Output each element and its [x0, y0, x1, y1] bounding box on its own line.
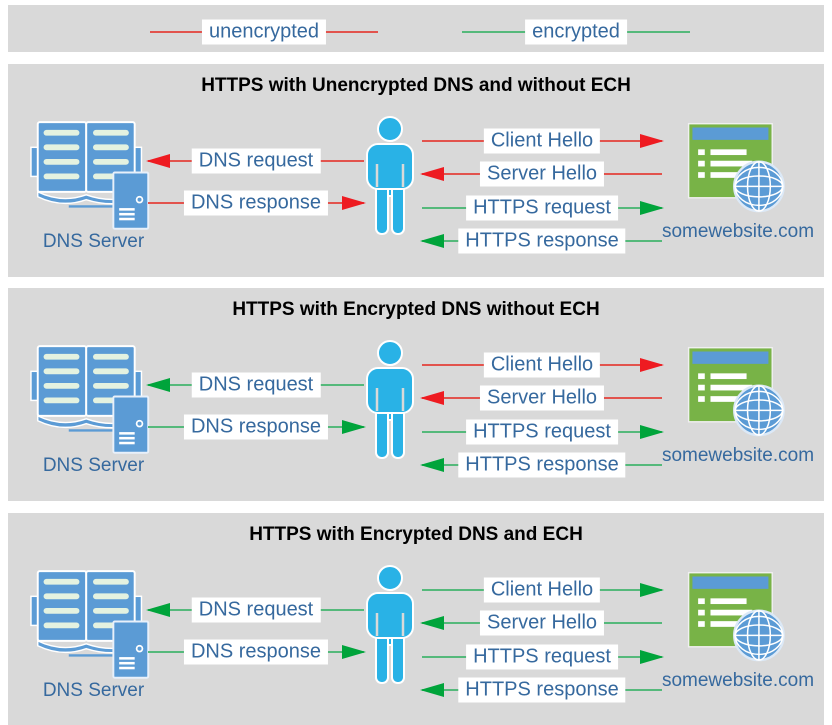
- arrowhead-left-icon: [420, 458, 444, 472]
- arrowhead-right-icon: [342, 645, 366, 659]
- panel-encrypted-dns-ech: HTTPS with Encrypted DNS and ECH DNS Ser…: [8, 513, 824, 725]
- arrowhead-left-icon: [146, 154, 170, 168]
- legend-item-encrypted: encrypted: [462, 19, 690, 45]
- flow-client-hello: Client Hello: [422, 577, 664, 603]
- panel-encrypted-dns-no-ech: HTTPS with Encrypted DNS without ECH DNS…: [8, 288, 824, 501]
- flow-label: Client Hello: [483, 352, 601, 378]
- website-caption: somewebsite.com: [661, 221, 815, 242]
- flow-label: Server Hello: [479, 161, 605, 187]
- flow-https-request: HTTPS request: [422, 419, 664, 445]
- flow-client-hello: Client Hello: [422, 128, 664, 154]
- arrowhead-right-icon: [640, 201, 664, 215]
- arrowhead-right-icon: [640, 583, 664, 597]
- flow-label: DNS response: [183, 190, 329, 216]
- website-icon: [687, 571, 785, 662]
- dns-server-caption: DNS Server: [42, 680, 145, 701]
- flow-dns-request: DNS request: [146, 148, 364, 174]
- arrowhead-left-icon: [146, 603, 170, 617]
- arrowhead-right-icon: [640, 358, 664, 372]
- flow-dns-response: DNS response: [148, 639, 366, 665]
- flow-https-request: HTTPS request: [422, 644, 664, 670]
- panel-title: HTTPS with Encrypted DNS and ECH: [249, 524, 583, 545]
- panel-title: HTTPS with Unencrypted DNS and without E…: [201, 75, 631, 96]
- flow-label: Client Hello: [483, 128, 601, 154]
- flow-client-hello: Client Hello: [422, 352, 664, 378]
- person-icon: [366, 565, 414, 684]
- flow-label: DNS request: [191, 597, 321, 623]
- flow-label: Server Hello: [479, 385, 605, 411]
- flow-dns-response: DNS response: [148, 190, 366, 216]
- arrowhead-right-icon: [640, 650, 664, 664]
- panel-title: HTTPS with Encrypted DNS without ECH: [232, 299, 600, 320]
- flow-https-request: HTTPS request: [422, 195, 664, 221]
- arrowhead-left-icon: [146, 378, 170, 392]
- flow-server-hello: Server Hello: [420, 161, 662, 187]
- panel-unencrypted-dns-no-ech: HTTPS with Unencrypted DNS and without E…: [8, 64, 824, 277]
- website-caption: somewebsite.com: [661, 445, 815, 466]
- legend-item-unencrypted: unencrypted: [150, 19, 378, 45]
- flow-label: HTTPS response: [458, 228, 626, 254]
- flow-label: HTTPS request: [466, 419, 618, 445]
- dns-server-caption: DNS Server: [42, 455, 145, 476]
- flow-dns-request: DNS request: [146, 597, 364, 623]
- arrowhead-left-icon: [420, 391, 444, 405]
- dns-server-icon: [30, 121, 150, 230]
- legend-label-encrypted: encrypted: [525, 19, 627, 45]
- flow-https-response: HTTPS response: [420, 228, 662, 254]
- flow-label: HTTPS response: [458, 452, 626, 478]
- legend-label-unencrypted: unencrypted: [201, 19, 327, 45]
- dns-server-caption: DNS Server: [42, 231, 145, 252]
- flow-label: HTTPS response: [458, 677, 626, 703]
- person-icon: [366, 340, 414, 459]
- flow-label: DNS response: [183, 639, 329, 665]
- flow-dns-response: DNS response: [148, 414, 366, 440]
- website-icon: [687, 122, 785, 213]
- arrowhead-left-icon: [420, 167, 444, 181]
- person-icon: [366, 116, 414, 235]
- arrowhead-left-icon: [420, 683, 444, 697]
- flow-label: DNS request: [191, 148, 321, 174]
- arrowhead-right-icon: [342, 420, 366, 434]
- flow-label: HTTPS request: [466, 644, 618, 670]
- dns-server-icon: [30, 345, 150, 454]
- flow-label: Server Hello: [479, 610, 605, 636]
- flow-dns-request: DNS request: [146, 372, 364, 398]
- flow-label: DNS request: [191, 372, 321, 398]
- website-icon: [687, 346, 785, 437]
- flow-https-response: HTTPS response: [420, 452, 662, 478]
- arrowhead-right-icon: [342, 196, 366, 210]
- legend-bar: unencrypted encrypted: [8, 5, 824, 52]
- website-caption: somewebsite.com: [661, 670, 815, 691]
- flow-label: HTTPS request: [466, 195, 618, 221]
- flow-label: Client Hello: [483, 577, 601, 603]
- flow-server-hello: Server Hello: [420, 610, 662, 636]
- arrowhead-left-icon: [420, 234, 444, 248]
- flow-https-response: HTTPS response: [420, 677, 662, 703]
- flow-label: DNS response: [183, 414, 329, 440]
- arrowhead-right-icon: [640, 425, 664, 439]
- dns-server-icon: [30, 570, 150, 679]
- arrowhead-right-icon: [640, 134, 664, 148]
- arrowhead-left-icon: [420, 616, 444, 630]
- flow-server-hello: Server Hello: [420, 385, 662, 411]
